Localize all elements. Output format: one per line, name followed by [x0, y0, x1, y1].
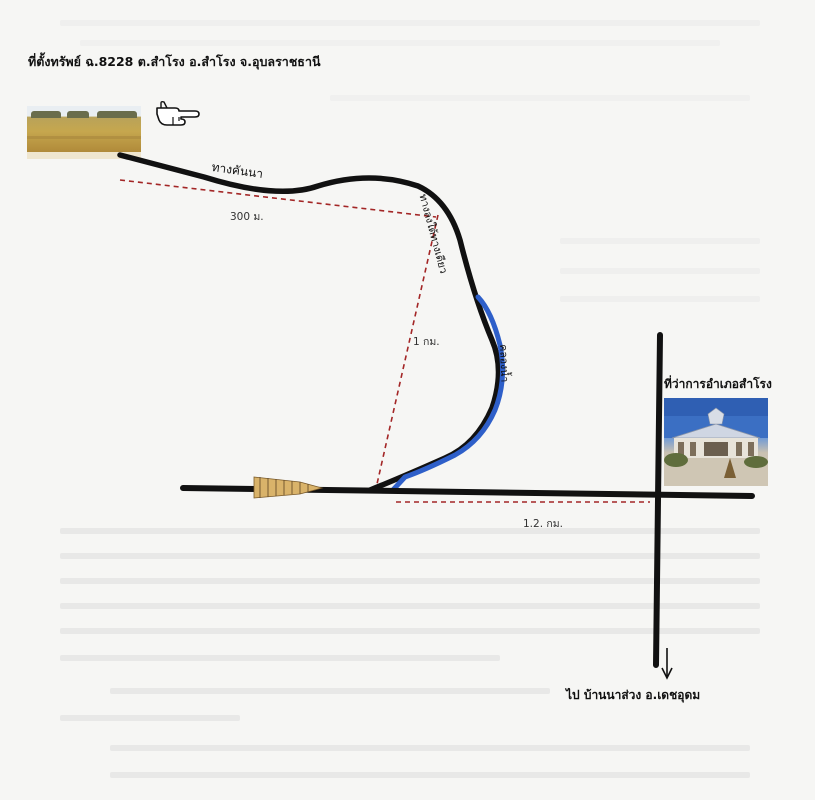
pointing-hand-icon — [156, 100, 200, 126]
south-direction-label: ไป บ้านนาส่วง อ.เดชอุดม — [566, 688, 701, 702]
canal — [389, 294, 506, 494]
arrow-down-icon — [661, 648, 673, 680]
distance-line-300m — [119, 179, 437, 218]
vertical-road — [653, 332, 663, 668]
field-road — [117, 152, 502, 493]
bridge-icon — [253, 476, 324, 499]
rice-field-photo — [27, 106, 141, 152]
distance-label-1-2km: 1.2. กม. — [523, 518, 563, 530]
distance-label-300m: 300 ม. — [230, 211, 264, 223]
distance-label-1km: 1 กม. — [413, 336, 440, 348]
canal-label: คลองน้ำ — [497, 344, 511, 383]
district-office-photo — [664, 398, 768, 486]
district-office-label: ที่ว่าการอำเภอสำโรง — [664, 377, 772, 391]
page-title: ที่ตั้งทรัพย์ ฉ.8228 ต.สำโรง อ.สำโรง จ.อ… — [28, 54, 321, 69]
distance-line-1km — [376, 214, 439, 485]
photo-field-base — [27, 152, 141, 159]
